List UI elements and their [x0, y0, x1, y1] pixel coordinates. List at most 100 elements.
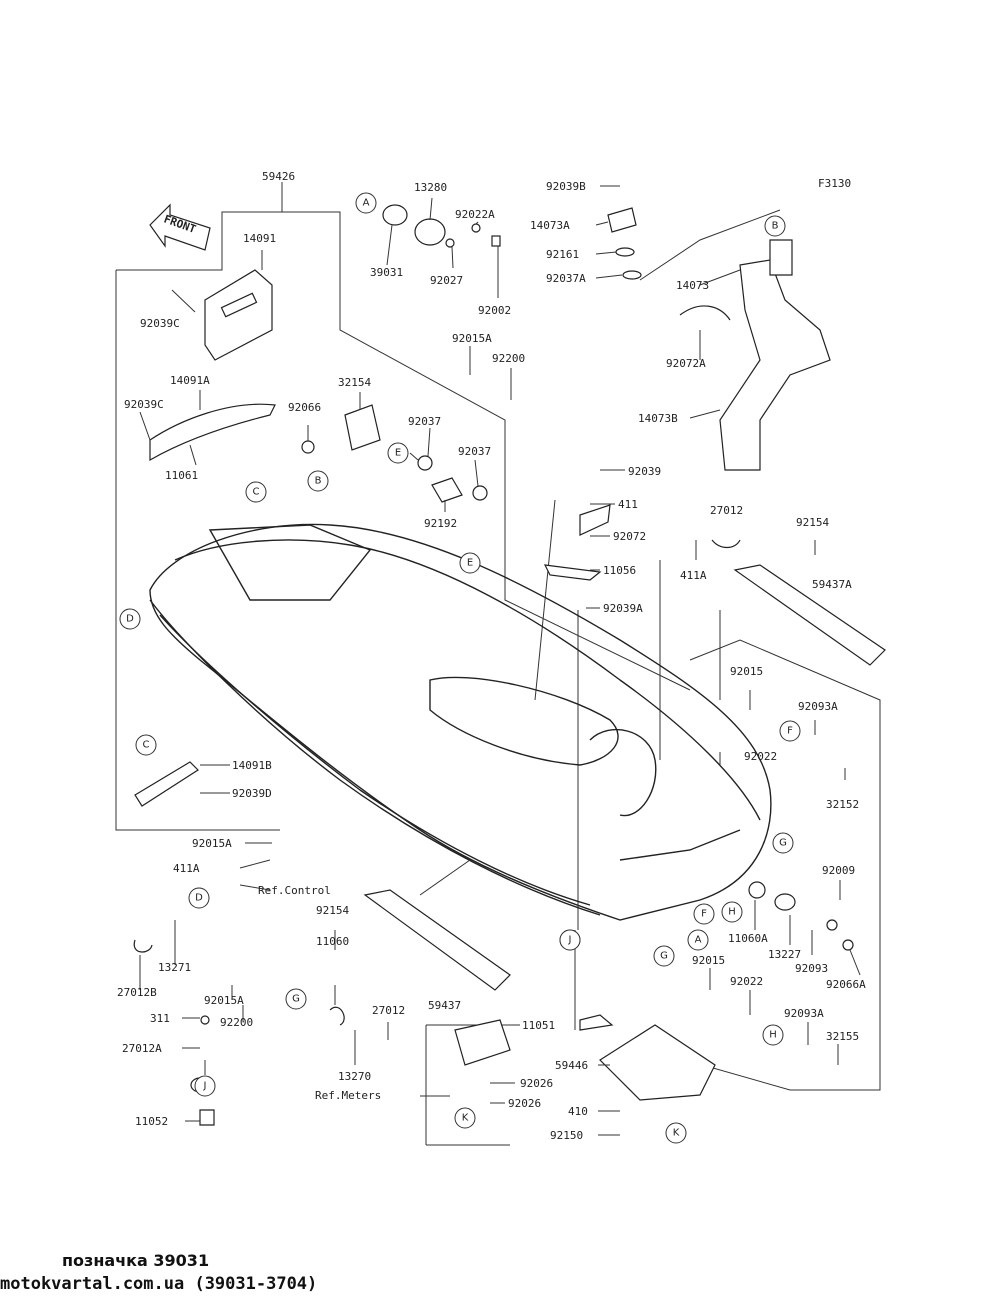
clamp-92072A	[679, 305, 731, 321]
bracket-11051	[579, 1014, 614, 1031]
part-label: 13280	[414, 181, 447, 194]
part-label: 59426	[262, 170, 295, 183]
hose-14073B	[719, 259, 831, 471]
callout-letter: B	[315, 476, 322, 487]
part-label: 92072A	[666, 357, 706, 370]
part-label: 92037	[458, 445, 491, 458]
part-label: 92039A	[603, 602, 643, 615]
callout-letter: G	[292, 994, 300, 1005]
callout-letter: H	[728, 907, 736, 918]
callout-letter: D	[195, 893, 203, 904]
part-label: 92002	[478, 304, 511, 317]
part-label: 92022	[744, 750, 777, 763]
boundary-lines	[115, 200, 881, 1146]
part-label: 11056	[603, 564, 636, 577]
footer-site: motokvartal.com.ua (39031-3704)	[0, 1274, 318, 1294]
callout: J	[194, 1075, 216, 1097]
part-label: 311	[150, 1012, 170, 1025]
ring-11060	[329, 1006, 345, 1026]
part-label: 92200	[220, 1016, 253, 1029]
callout: D	[188, 887, 210, 909]
callout: J	[559, 929, 581, 951]
part-label: 92150	[550, 1129, 583, 1142]
callout-letter: H	[769, 1030, 777, 1041]
callout-letter: A	[695, 935, 702, 946]
part-label: 92022A	[455, 208, 495, 221]
part-label: 13271	[158, 961, 191, 974]
part-label: 92066A	[826, 978, 866, 991]
callouts: A A B B C C D D E E F F G G G H H H J J …	[119, 192, 801, 1144]
part-label: 92022	[730, 975, 763, 988]
part-label: 59437A	[812, 578, 852, 591]
part-label: 92200	[492, 352, 525, 365]
part-label: 27012	[710, 504, 743, 517]
part-label: 13270	[338, 1070, 371, 1083]
callout: E	[459, 552, 481, 574]
bracket-11056	[543, 564, 602, 581]
seal-14091A	[149, 403, 276, 462]
part-label: 92015A	[192, 837, 232, 850]
grille-59437A	[733, 564, 886, 666]
plug-92066	[301, 440, 315, 454]
part-label: 11061	[165, 469, 198, 482]
part-label: 92037	[408, 415, 441, 428]
callout: G	[653, 945, 675, 967]
plate-59446	[599, 1024, 716, 1101]
callout: C	[245, 481, 267, 503]
callout: K	[665, 1122, 687, 1144]
part-label: 411	[618, 498, 638, 511]
callout-letter: D	[126, 614, 134, 625]
part-label: 27012B	[117, 986, 157, 999]
cap-32154	[344, 404, 381, 451]
part-label: 39031	[370, 266, 403, 279]
part-label: 92072	[613, 530, 646, 543]
part-label: 92009	[822, 864, 855, 877]
part-label: 411A	[680, 569, 707, 582]
part-label: 27012A	[122, 1042, 162, 1055]
clip-27012B	[133, 939, 153, 953]
part-label: 92015	[730, 665, 763, 678]
part-label: 92192	[424, 517, 457, 530]
part-label: 92154	[316, 904, 349, 917]
callout-letter: J	[203, 1081, 207, 1092]
callout: E	[387, 442, 409, 464]
callout-letter: E	[467, 558, 473, 569]
callout-letter: J	[568, 935, 572, 946]
part-label: 11051	[522, 1019, 555, 1032]
leader-lines	[139, 182, 861, 1136]
part-label: 59446	[555, 1059, 588, 1072]
part-label: 11060	[316, 935, 349, 948]
ref-control-label: Ref.Control	[258, 884, 331, 897]
callout: F	[779, 720, 801, 742]
part-label: 32154	[338, 376, 371, 389]
bracket-92072	[579, 504, 611, 536]
part-label: 11052	[135, 1115, 168, 1128]
callout: D	[119, 608, 141, 630]
callout: G	[285, 988, 307, 1010]
cap-39031	[382, 204, 408, 226]
callout: B	[307, 470, 329, 492]
diagram-code: F3130	[818, 177, 851, 190]
footer-title: позначка 39031	[62, 1251, 210, 1270]
part-label: 14073B	[638, 412, 678, 425]
part-label: 92093A	[798, 700, 838, 713]
part-label: 14073A	[530, 219, 570, 232]
part-label: 92039	[628, 465, 661, 478]
part-label: 13227	[768, 948, 801, 961]
duct-right	[454, 1019, 511, 1066]
part-label: 92066	[288, 401, 321, 414]
part-label: 32155	[826, 1030, 859, 1043]
part-label: 92154	[796, 516, 829, 529]
part-label: 27012	[372, 1004, 405, 1017]
hose-92192	[431, 477, 463, 503]
callout-letter: B	[772, 221, 779, 232]
part-label: 59437	[428, 999, 461, 1012]
part-label: 14073	[676, 279, 709, 292]
fitting-14073A	[607, 207, 637, 233]
part-label: 11060A	[728, 932, 768, 945]
callout: H	[762, 1024, 784, 1046]
part-label: 92039C	[140, 317, 180, 330]
part-label: 92015A	[452, 332, 492, 345]
hatch-cover-14091	[204, 269, 273, 361]
